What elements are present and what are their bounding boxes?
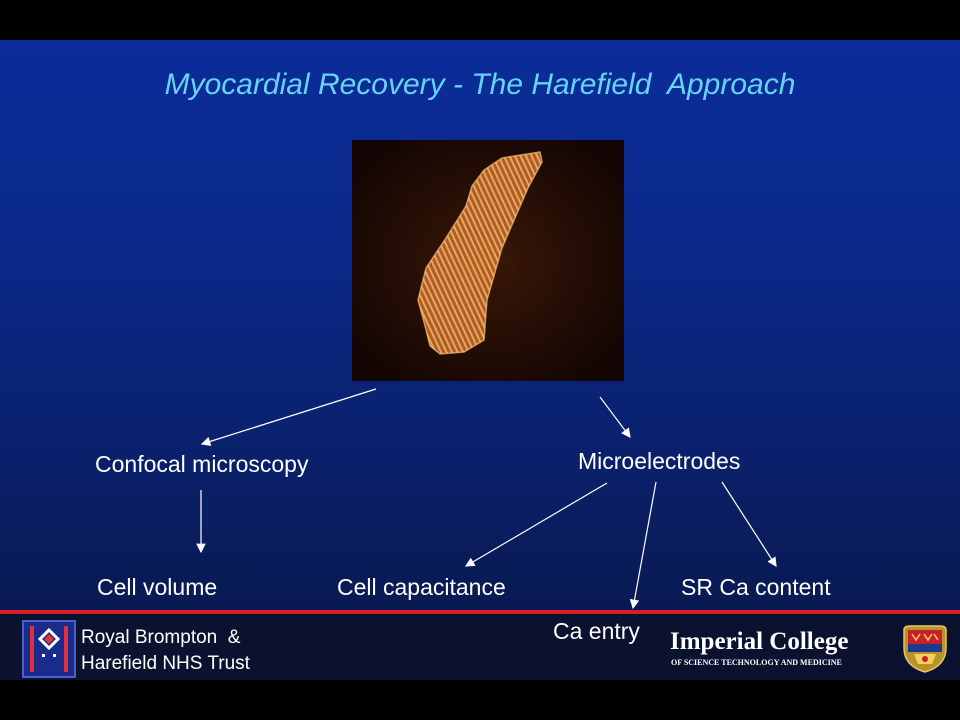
crest-icon bbox=[903, 625, 947, 673]
arrow-image-to-microelectrodes bbox=[599, 396, 631, 438]
trust-line-1: Royal Brompton & bbox=[81, 627, 241, 648]
node-cell-volume: Cell volume bbox=[97, 574, 218, 600]
footer-accent-bar bbox=[0, 610, 960, 614]
arrow-image-to-confocal bbox=[200, 388, 377, 447]
node-sr-ca-content: SR Ca content bbox=[681, 574, 831, 600]
college-crest bbox=[900, 622, 950, 674]
node-microelectrodes: Microelectrodes bbox=[578, 448, 741, 474]
imperial-college-subtitle: OF SCIENCE TECHNOLOGY AND MEDICINE bbox=[671, 658, 842, 667]
cardiomyocyte-micrograph bbox=[352, 140, 624, 381]
arrow-microelectrodes-to-capacitance bbox=[464, 482, 608, 567]
royal-brompton-logo bbox=[22, 620, 76, 678]
trust-name: Royal Brompton & Harefield NHS Trust bbox=[81, 625, 250, 677]
imperial-college-name: Imperial College bbox=[670, 628, 849, 655]
arrow-microelectrodes-to-ca-entry bbox=[629, 481, 657, 610]
node-cell-capacitance: Cell capacitance bbox=[337, 574, 506, 600]
footer-band bbox=[0, 614, 960, 680]
slide: Myocardial Recovery - The Harefield Appr… bbox=[0, 40, 960, 680]
hospital-logo-icon bbox=[30, 626, 68, 672]
node-confocal-microscopy: Confocal microscopy bbox=[95, 451, 309, 477]
cardiomyocyte-image bbox=[352, 140, 624, 381]
arrow-microelectrodes-to-sr-ca bbox=[721, 481, 777, 568]
node-ca-entry: Ca entry bbox=[553, 618, 640, 644]
flow-arrows bbox=[196, 388, 777, 610]
slide-title: Myocardial Recovery - The Harefield Appr… bbox=[164, 68, 796, 101]
trust-line-2: Harefield NHS Trust bbox=[81, 653, 250, 674]
